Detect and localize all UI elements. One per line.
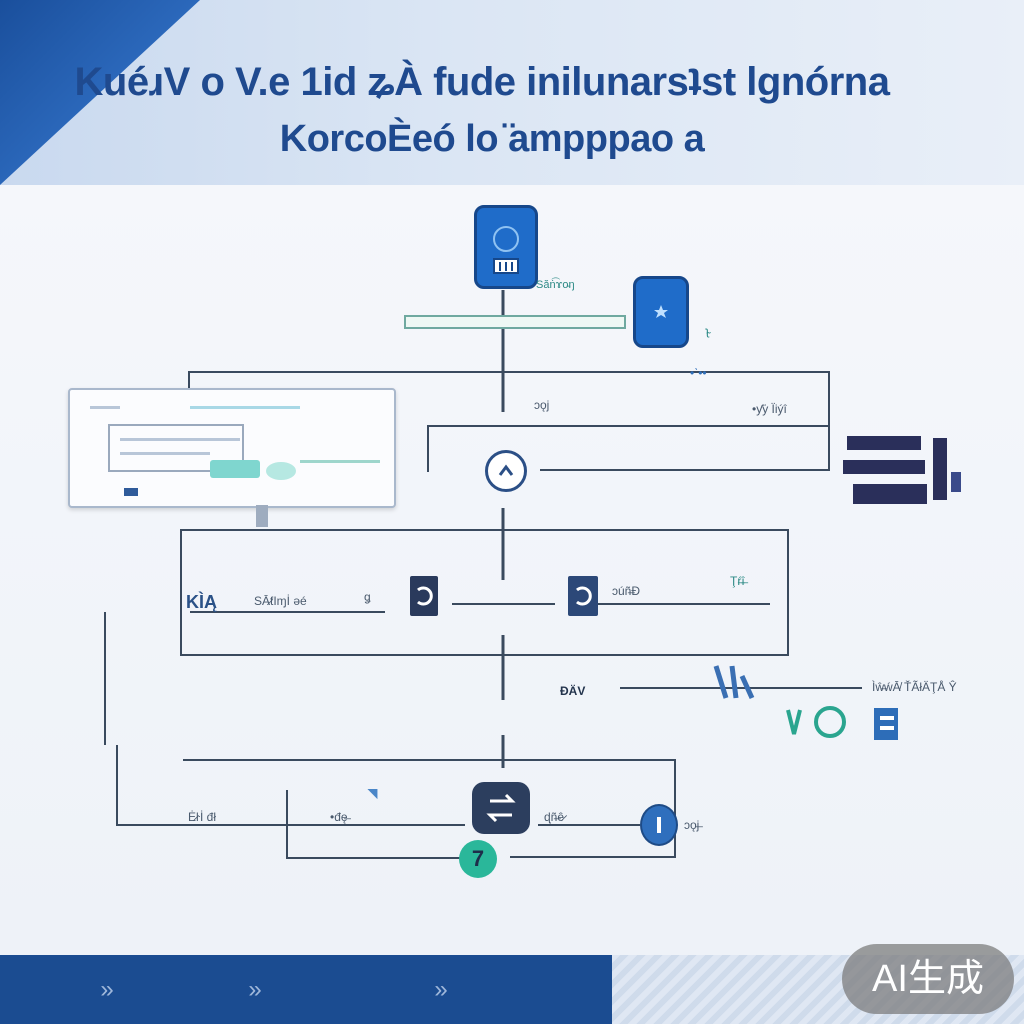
network-icon-cluster	[712, 662, 772, 702]
server-rack-icon	[843, 432, 963, 508]
junction-node[interactable]	[485, 450, 527, 492]
page-subtitle: KorcoÈeó lo ̈ampppao a	[279, 118, 705, 160]
relay-node-left[interactable]	[410, 576, 438, 616]
panel-title-bar-2	[190, 406, 300, 409]
panel-title-bar	[90, 406, 120, 409]
bar-icon	[657, 817, 661, 833]
star-icon	[654, 305, 668, 318]
panel-line-2	[120, 452, 210, 455]
row-right-tail: Ţŕ̶î̶	[730, 574, 745, 588]
row-left-tail: ǥ	[364, 590, 371, 604]
panel-line	[120, 438, 240, 441]
panel-highlight	[210, 460, 260, 478]
bottom-right-label: ɔǫj̶	[684, 818, 700, 832]
arc-icon	[417, 586, 433, 606]
secondary-device-node[interactable]	[633, 276, 689, 348]
teal-icon-group	[786, 704, 916, 744]
panel-indicator	[124, 488, 138, 496]
bottom-mid-right-label: ɖñ̶ê̷	[544, 810, 565, 824]
panel-highlight-2	[266, 462, 296, 480]
top-connector-bar	[404, 315, 626, 329]
hub-node[interactable]	[472, 782, 530, 834]
panel-chart-area	[108, 424, 244, 472]
monitor-panel[interactable]	[68, 388, 396, 508]
side-short: ĐÄV	[560, 684, 586, 698]
cloud-small-icon: ◥	[368, 786, 378, 800]
side-long: Ìŵ̶ẃĀ̸ ŤÃłÄŢÅ Ŷ	[872, 680, 957, 694]
row-left-long: SĀ̷ƭІɱİ əé	[254, 594, 307, 608]
lower-frame	[183, 759, 676, 858]
middle-frame	[180, 529, 789, 656]
bottom-number: 7	[471, 846, 485, 871]
ai-generated-badge: AI生成	[842, 944, 1014, 1014]
swap-arrows-icon	[486, 793, 516, 823]
monitor-stand	[256, 505, 268, 527]
footer-chevron-icon-3: »	[434, 976, 448, 1003]
top-device-node[interactable]	[474, 205, 538, 289]
header-banner: KuéɹV o V.e 1id ʑÀ fude inilunarsʇst lgn…	[0, 0, 1024, 185]
relay-node-right[interactable]	[568, 576, 598, 616]
bottom-left-label: Ė̷ŀİ đł	[188, 810, 217, 824]
top-node-caption: Săṅ͡ɤo̵ŋ	[536, 279, 575, 291]
bottom-mid-left-label: •đę̶	[330, 810, 348, 824]
arc-icon-2	[576, 586, 592, 606]
lower-left-frame	[116, 745, 465, 826]
footer-chevron-icon: »	[100, 976, 114, 1003]
row-right-caption: ɔúñ̶Đ	[612, 584, 641, 598]
secondary-node-caption: ʅ̴	[706, 324, 709, 338]
lower-return	[286, 790, 462, 859]
footer-chevron-icon-2: »	[248, 976, 262, 1003]
upper-frame	[188, 371, 830, 471]
panel-line-3	[300, 460, 380, 463]
endpoint-node[interactable]	[640, 804, 678, 846]
row-left-short: KÌĄ	[186, 592, 217, 612]
bottom-number-node[interactable]: 7	[459, 840, 497, 878]
mid-left-caption: ɔǫj	[534, 398, 550, 412]
page-title: KuéɹV o V.e 1id ʑÀ fude inilunarsʇst lgn…	[74, 60, 890, 104]
mid-right-caption-2: •ƴẏ Ïiýî	[752, 402, 787, 416]
device-icon	[493, 226, 519, 274]
inner-frame	[427, 425, 829, 472]
mid-right-caption-1: •ˋ••	[690, 366, 707, 380]
chevron-up-icon	[498, 464, 514, 476]
